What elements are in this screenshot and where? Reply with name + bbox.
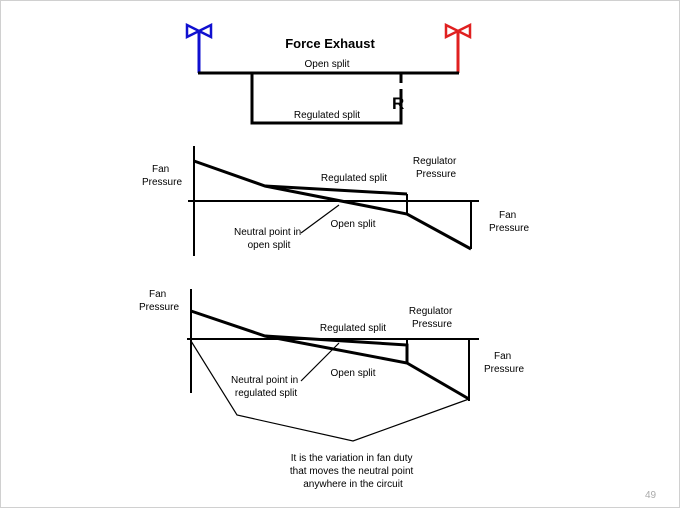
pressure-graph-regulated-split: Fan Pressure Regulated split Regulator P…	[139, 289, 524, 442]
regulator-pressure-label: Regulator Pressure	[413, 156, 459, 180]
regulated-split-pressure-line	[264, 184, 408, 196]
neutral-point-pointer	[300, 342, 340, 382]
fan-pressure-left-label: Fan Pressure	[139, 289, 179, 313]
circuit-schematic: R Force Exhaust Open split Regulated spl…	[185, 22, 472, 125]
regulated-split-label: Regulated split	[321, 173, 387, 184]
regulated-split-return-line	[264, 185, 408, 215]
regulator-pressure-label: Regulator Pressure	[409, 306, 455, 330]
fan-pressure-right-label: Fan Pressure	[489, 210, 529, 234]
fan-pressure-left-label: Fan Pressure	[142, 164, 182, 188]
regulated-split-airway	[250, 73, 403, 125]
neutral-point-label: Neutral point in regulated split	[231, 375, 301, 399]
neutral-point-pointer	[300, 204, 340, 234]
regulator-mark: R	[392, 94, 404, 113]
pressure-graph-open-split: Fan Pressure Regulated split Regulator P…	[142, 146, 529, 256]
red-fan-icon	[444, 22, 472, 73]
open-split-label: Open split	[330, 368, 375, 379]
fan-duty-variation-outline	[190, 340, 470, 442]
open-split-label: Open split	[330, 219, 375, 230]
caption: It is the variation in fan duty that mov…	[290, 453, 416, 490]
page-number: 49	[645, 490, 657, 501]
regulated-split-return-line	[264, 335, 408, 364]
circuit-title: Force Exhaust	[285, 36, 375, 51]
neutral-point-label: Neutral point in open split	[234, 227, 304, 251]
regulated-split-label: Regulated split	[320, 323, 386, 334]
open-split-label: Open split	[304, 59, 349, 70]
regulated-split-label: Regulated split	[294, 110, 360, 121]
blue-fan-icon	[185, 22, 213, 73]
fan-pressure-right-label: Fan Pressure	[484, 351, 524, 375]
regulated-split-pressure-line	[264, 334, 409, 363]
